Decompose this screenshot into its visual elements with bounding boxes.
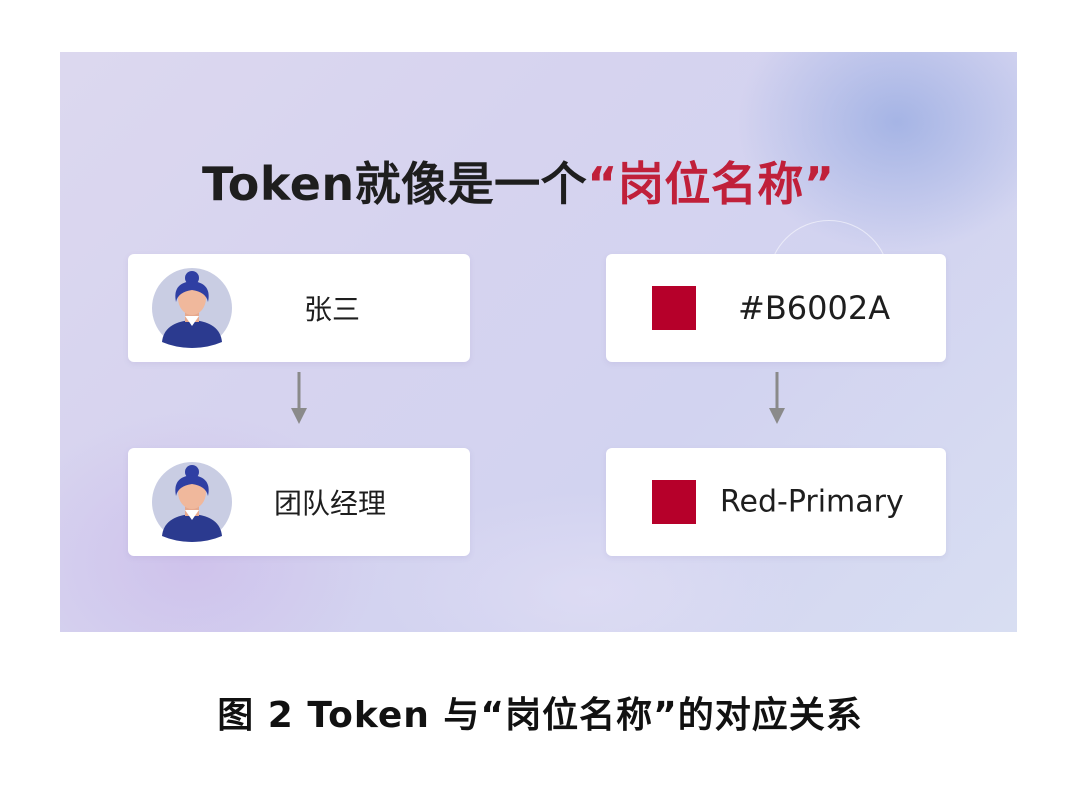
headline-prefix: Token就像是一个 — [202, 157, 588, 211]
color-swatch-icon — [652, 286, 696, 330]
token-name-label: Red-Primary — [720, 484, 904, 520]
job-title-label: 团队经理 — [274, 487, 387, 520]
person-name-label: 张三 — [304, 293, 361, 326]
headline: Token就像是一个“岗位名称” — [202, 148, 835, 214]
color-value-label: #B6002A — [738, 289, 891, 327]
figure-panel: Token就像是一个“岗位名称” 张三 团队经理 — [60, 52, 1017, 632]
color-swatch-icon — [652, 480, 696, 524]
job-title-card: 团队经理 — [128, 448, 470, 556]
token-name-card: Red-Primary — [606, 448, 946, 556]
arrow-down-icon — [291, 372, 307, 424]
headline-highlight: “岗位名称” — [587, 157, 835, 211]
arrow-down-icon — [769, 372, 785, 424]
person-avatar-icon — [152, 268, 232, 348]
color-value-card: #B6002A — [606, 254, 946, 362]
person-avatar-icon — [152, 462, 232, 542]
figure-caption: 图 2 Token 与“岗位名称”的对应关系 — [217, 695, 863, 736]
person-name-card: 张三 — [128, 254, 470, 362]
